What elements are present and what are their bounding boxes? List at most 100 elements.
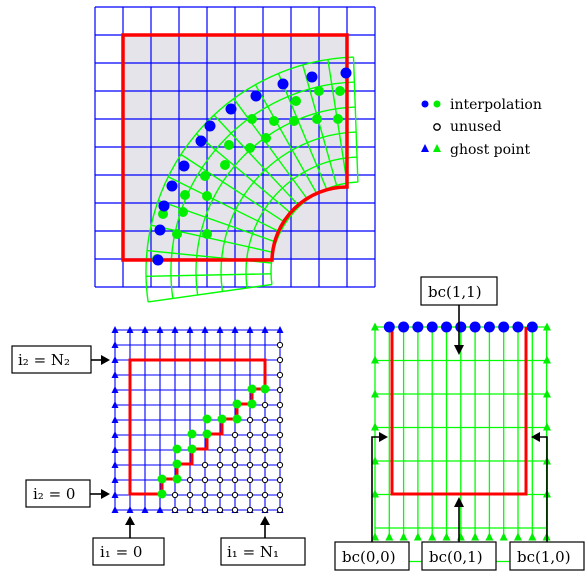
br-ghost-triangle-icon xyxy=(485,532,494,541)
arrow-bc00 xyxy=(371,436,380,542)
green-interp-point xyxy=(335,86,345,96)
bl-green-interp-point xyxy=(247,384,257,394)
bl-green-interp-point xyxy=(157,474,167,484)
label-i1-0-box xyxy=(92,537,165,566)
br-blue-interp-point xyxy=(455,321,467,333)
br-ghost-triangle-icon xyxy=(543,355,551,364)
label-bc00-box xyxy=(334,541,410,571)
unused-point-icon xyxy=(246,416,254,424)
green-interp-point xyxy=(291,96,301,106)
br-ghost-triangle-icon xyxy=(543,322,551,331)
green-interp-point xyxy=(202,191,212,201)
ghost-triangle-icon xyxy=(111,341,119,348)
blue-interp-point xyxy=(195,135,207,147)
ghost-triangle-icon xyxy=(111,431,119,438)
ghost-triangle-icon xyxy=(156,326,164,333)
br-blue-interp-point xyxy=(426,321,438,333)
br-blue-interp-point xyxy=(469,321,481,333)
unused-point-icon xyxy=(276,491,284,499)
arrowhead-i2-N2-icon xyxy=(101,355,110,365)
ghost-triangle-icon xyxy=(111,506,119,513)
unused-point-icon xyxy=(261,461,269,469)
br-blue-interp-point xyxy=(483,321,495,333)
arrowhead-i2-0-icon xyxy=(101,489,110,499)
br-blue-interp-points xyxy=(383,321,538,333)
ghost-triangle-icon xyxy=(111,446,119,453)
legend-blue-triangle-icon xyxy=(421,144,429,152)
unused-point-icon xyxy=(246,446,254,454)
green-interp-point xyxy=(180,190,190,200)
br-ghost-triangle-icon xyxy=(371,389,379,398)
unused-point-icon xyxy=(276,341,284,349)
green-interp-point xyxy=(312,114,322,124)
ghost-triangle-icon xyxy=(171,326,179,333)
green-interp-point xyxy=(200,171,210,181)
ghost-triangle-icon xyxy=(111,326,119,333)
ghost-triangle-icon xyxy=(126,326,134,333)
br-ghost-triangle-icon xyxy=(371,355,379,364)
br-ghost-triangle-icon xyxy=(385,532,394,541)
top-red-boundary xyxy=(121,33,349,262)
unused-point-icon xyxy=(261,491,269,499)
ghost-triangle-icon xyxy=(111,401,119,408)
br-ghost-triangle-icon xyxy=(371,489,379,498)
label-i2-0: i₂ = 0 xyxy=(33,485,75,503)
bl-green-interp-point xyxy=(202,414,212,424)
annulus-spoke xyxy=(151,224,274,254)
unused-point-icon xyxy=(276,506,284,514)
annulus-spoke xyxy=(233,98,309,200)
unused-point-icon xyxy=(261,446,269,454)
label-bc11: bc(1,1) xyxy=(428,283,482,301)
green-interp-point xyxy=(247,114,257,124)
br-ghost-triangle-icon xyxy=(471,532,480,541)
unused-point-icon xyxy=(246,476,254,484)
unused-point-icon xyxy=(276,446,284,454)
bottom-right-annulus-figure: bc(1,1) bc(0,0) bc(0,1) bc(1,0) xyxy=(334,276,585,571)
unused-point-icon xyxy=(201,491,209,499)
annulus-spoke xyxy=(352,57,359,183)
green-interp-point xyxy=(158,209,168,219)
legend-green-triangle-icon xyxy=(433,144,441,152)
bl-green-interp-point xyxy=(157,489,167,499)
legend-ghost-point: ghost point xyxy=(450,142,531,158)
ghost-triangle-icon xyxy=(186,326,194,333)
bottom-left-cartesian-figure: i₂ = N₂ i₂ = 0 i₁ = 0 i₁ = N₁ xyxy=(11,326,306,566)
ghost-triangle-icon xyxy=(111,461,119,468)
unused-point-icon xyxy=(246,461,254,469)
bl-green-interp-point xyxy=(232,414,242,424)
annulus-spoke xyxy=(157,199,277,243)
ghost-triangle-icon xyxy=(141,506,149,513)
unused-point-icon xyxy=(261,476,269,484)
arrowhead-bc10-icon xyxy=(531,432,540,442)
br-ghost-triangle-icon xyxy=(543,422,551,431)
ghost-triangle-icon xyxy=(126,506,134,513)
br-ghost-triangle-icon xyxy=(456,532,465,541)
arrowhead-i1-0-icon xyxy=(125,516,135,525)
unused-point-icon xyxy=(231,431,239,439)
arrowhead-bc01-icon xyxy=(454,497,464,507)
legend-interpolation: interpolation xyxy=(450,97,542,113)
ghost-triangle-icon xyxy=(111,371,119,378)
unused-point-icon xyxy=(276,371,284,379)
unused-point-icon xyxy=(216,476,224,484)
br-ghost-triangle-icon xyxy=(514,532,522,541)
unused-point-icon xyxy=(231,476,239,484)
br-ghost-triangle-icon xyxy=(371,532,379,541)
ghost-triangle-icon xyxy=(111,416,119,423)
ghost-triangle-icon xyxy=(111,476,119,483)
green-interp-point xyxy=(224,140,234,150)
label-i1-N1-box xyxy=(220,537,306,566)
unused-point-icon xyxy=(276,461,284,469)
blue-interp-point xyxy=(154,224,166,236)
annulus-arc xyxy=(270,181,358,285)
blue-interp-point xyxy=(250,90,262,102)
bl-red-boundary xyxy=(128,358,267,496)
unused-point-icon xyxy=(276,356,284,364)
green-interp-point xyxy=(245,143,255,153)
legend-green-dot-icon xyxy=(433,100,441,108)
br-ghost-triangle-icon xyxy=(543,389,551,398)
unused-point-icon xyxy=(276,386,284,394)
bl-green-interp-point xyxy=(172,444,182,454)
unused-point-icon xyxy=(261,416,269,424)
annular-green-grid xyxy=(145,56,359,303)
